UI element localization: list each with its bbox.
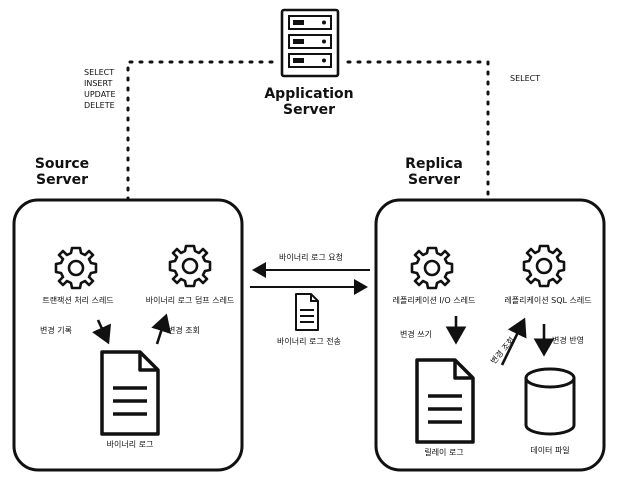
op-insert: INSERT xyxy=(84,79,113,88)
source-title-line1: Source xyxy=(34,156,90,172)
source-title-line2: Server xyxy=(35,172,88,189)
server-rack-icon xyxy=(280,8,340,78)
replica-title-line2: Server xyxy=(407,172,460,189)
binlog-transfer-label: 바이너리 로그 전송 xyxy=(277,337,341,346)
op-select: SELECT xyxy=(84,68,115,77)
replica-write-edge-label: 변경 쓰기 xyxy=(400,330,432,339)
document-icon xyxy=(295,293,319,331)
document-icon xyxy=(415,358,475,444)
app-server-title-line2: Server xyxy=(282,102,335,119)
gear-icon xyxy=(410,246,454,290)
replica-server-title: Replica Server xyxy=(394,156,474,188)
source-dump-thread-label: 바이너리 로그 덤프 스레드 xyxy=(145,296,235,305)
replica-read-arrow xyxy=(500,317,527,366)
binlog-request-label: 바이너리 로그 요청 xyxy=(279,253,343,262)
app-server-title: Application Server xyxy=(259,86,359,118)
left-sql-ops: SELECT INSERT UPDATE DELETE xyxy=(84,67,116,111)
replica-io-thread-label: 레플리케이션 I/O 스레드 xyxy=(392,296,476,305)
source-tx-thread-label: 트랜잭션 처리 스레드 xyxy=(42,296,114,305)
gear-icon xyxy=(522,244,566,288)
right-sql-op-select: SELECT xyxy=(510,74,541,83)
gear-icon xyxy=(54,246,98,290)
replica-sql-thread-label: 레플리케이션 SQL 스레드 xyxy=(504,296,592,305)
app-server-title-line1: Application xyxy=(264,86,354,102)
gear-icon xyxy=(168,244,212,288)
replica-server-box xyxy=(374,198,606,472)
source-server-title: Source Server xyxy=(30,156,94,188)
replica-data-file-label: 데이터 파일 xyxy=(530,446,570,455)
source-read-arrow xyxy=(151,313,172,345)
replica-relay-log-label: 릴레이 로그 xyxy=(424,448,464,457)
source-server-box xyxy=(12,198,244,472)
source-binlog-label: 바이너리 로그 xyxy=(106,440,154,449)
cylinder-database-icon xyxy=(524,367,576,436)
op-update: UPDATE xyxy=(84,90,116,99)
source-write-arrow xyxy=(92,319,112,345)
source-dotted-link xyxy=(126,60,274,202)
op-delete: DELETE xyxy=(84,101,115,110)
source-write-edge-label: 변경 기록 xyxy=(40,326,72,335)
replica-dotted-link xyxy=(346,60,490,202)
replica-title-line1: Replica xyxy=(405,156,463,172)
document-icon xyxy=(100,350,160,436)
source-read-edge-label: 변경 조회 xyxy=(168,326,200,335)
replica-apply-edge-label: 변경 반영 xyxy=(552,336,584,345)
